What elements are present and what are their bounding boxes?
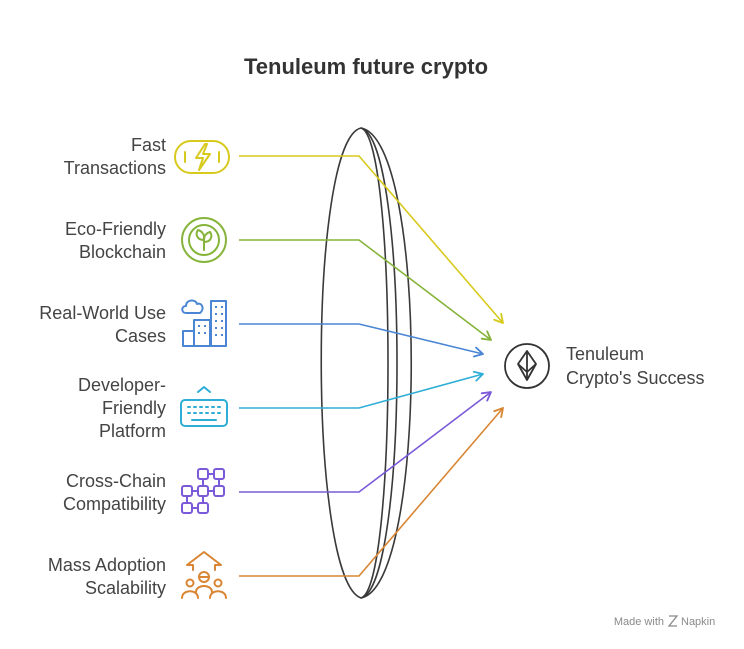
factor-label-line: Mass Adoption: [48, 555, 166, 575]
eos-logo-icon: [504, 343, 550, 389]
factor-label-line: Blockchain: [79, 242, 166, 262]
factor-mass-adoption-scalability: Mass Adoption Scalability: [48, 407, 504, 599]
connector-arrow: [239, 370, 484, 409]
keyboard-icon: [180, 386, 228, 427]
factor-label-line: Cases: [115, 326, 166, 346]
factor-cross-chain-compatibility: Cross-Chain Compatibility: [63, 391, 492, 514]
connector-arrow: [239, 323, 484, 358]
factor-real-world-use-cases: Real-World Use Cases: [39, 299, 484, 358]
connector-arrow: [239, 239, 492, 341]
target-node: Tenuleum Crypto's Success: [504, 343, 704, 389]
napkin-logo-icon: [667, 615, 679, 627]
factor-developer-friendly-platform: Developer- Friendly Platform: [78, 370, 484, 441]
factor-label-line: Friendly: [102, 398, 166, 418]
factor-eco-friendly-blockchain: Eco-Friendly Blockchain: [65, 217, 492, 341]
factor-label-line: Platform: [99, 421, 166, 441]
factor-fast-transactions: Fast Transactions: [64, 135, 504, 324]
lightning-icon: [174, 140, 230, 174]
napkin-watermark: Made with Napkin: [614, 615, 715, 628]
footer-brand: Napkin: [681, 616, 715, 628]
factor-label-line: Transactions: [64, 158, 166, 178]
people-growth-icon: [181, 551, 227, 599]
city-buildings-icon: [181, 299, 227, 347]
factor-label-line: Real-World Use: [39, 303, 166, 323]
factor-label-line: Scalability: [85, 578, 166, 598]
connector-arrow: [239, 155, 504, 324]
network-blocks-icon: [181, 468, 225, 514]
diagram-title: Tenuleum future crypto: [244, 54, 488, 79]
factor-label-line: Developer-: [78, 375, 166, 395]
factor-label-line: Eco-Friendly: [65, 219, 166, 239]
connector-arrow: [239, 407, 504, 577]
lens-shape: [320, 127, 412, 599]
factor-label-line: Fast: [131, 135, 166, 155]
target-label-line: Tenuleum: [566, 344, 644, 364]
factor-label-line: Compatibility: [63, 494, 166, 514]
eco-leaf-icon: [181, 217, 227, 263]
connector-arrow: [239, 391, 492, 493]
factor-label-line: Cross-Chain: [66, 471, 166, 491]
target-label-line: Crypto's Success: [566, 368, 704, 388]
footer-made-with: Made with: [614, 616, 664, 628]
